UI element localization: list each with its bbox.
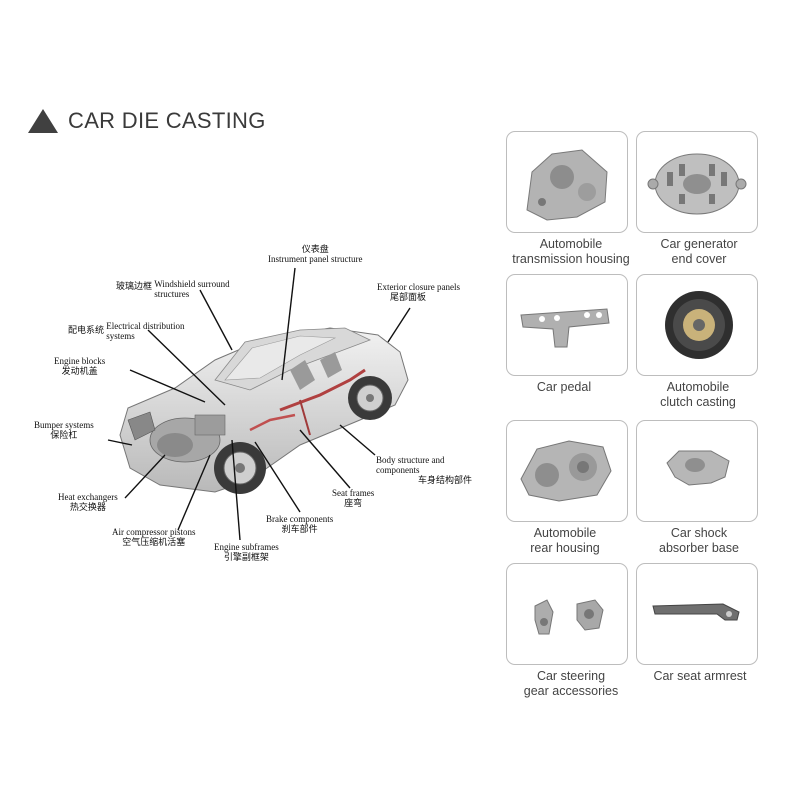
section-header: CAR DIE CASTING (28, 106, 266, 136)
label-heat-exchangers: Heat exchangers 热交换器 (58, 492, 118, 512)
generator-end-cover-icon (647, 153, 747, 215)
product-caption: Car seat armrest (653, 669, 747, 683)
steering-gear-icon (534, 599, 604, 635)
product-card-steering-gear[interactable] (506, 563, 628, 665)
product-card-car-pedal[interactable] (506, 274, 628, 376)
label-engine-blocks: Engine blocks 发动机盖 (54, 356, 106, 376)
product-card-transmission-housing[interactable] (506, 131, 628, 233)
label-body-structure: Body structure and components 车身结构部件 (376, 455, 473, 485)
transmission-housing-icon (526, 149, 608, 221)
shock-absorber-base-icon (666, 450, 730, 486)
label-brake-components: Brake components 刹车部件 (266, 514, 334, 534)
label-bumper: Bumper systems 保险杠 (34, 420, 94, 440)
product-card-seat-armrest[interactable] (636, 563, 758, 665)
label-exterior-panels: Exterior closure panels 尾部面板 (377, 282, 460, 302)
product-card-clutch-casting[interactable] (636, 274, 758, 376)
label-engine-subframes: Engine subframes 引擎副框架 (214, 542, 279, 562)
seat-armrest-icon (652, 603, 740, 621)
product-card-generator-end-cover[interactable] (636, 131, 758, 233)
leader-lines (107, 267, 411, 541)
label-air-compressor: Air compressor pistons 空气压缩机活塞 (112, 527, 196, 547)
car-diagram: 仪表盘 Instrument panel structure 玻璃边框 Wind… (0, 230, 500, 570)
car-pedal-icon (520, 308, 610, 348)
clutch-casting-icon (665, 291, 733, 359)
rear-housing-icon (520, 440, 612, 502)
product-card-rear-housing[interactable] (506, 420, 628, 522)
product-caption: Car pedal (536, 380, 592, 394)
page-title: CAR DIE CASTING (68, 108, 266, 133)
product-card-shock-absorber-base[interactable] (636, 420, 758, 522)
triangle-icon (28, 109, 58, 133)
car-illustration (107, 267, 411, 541)
label-seat-frames: Seat frames 座弯 (332, 488, 375, 508)
label-instrument-panel: 仪表盘 Instrument panel structure (268, 244, 363, 264)
